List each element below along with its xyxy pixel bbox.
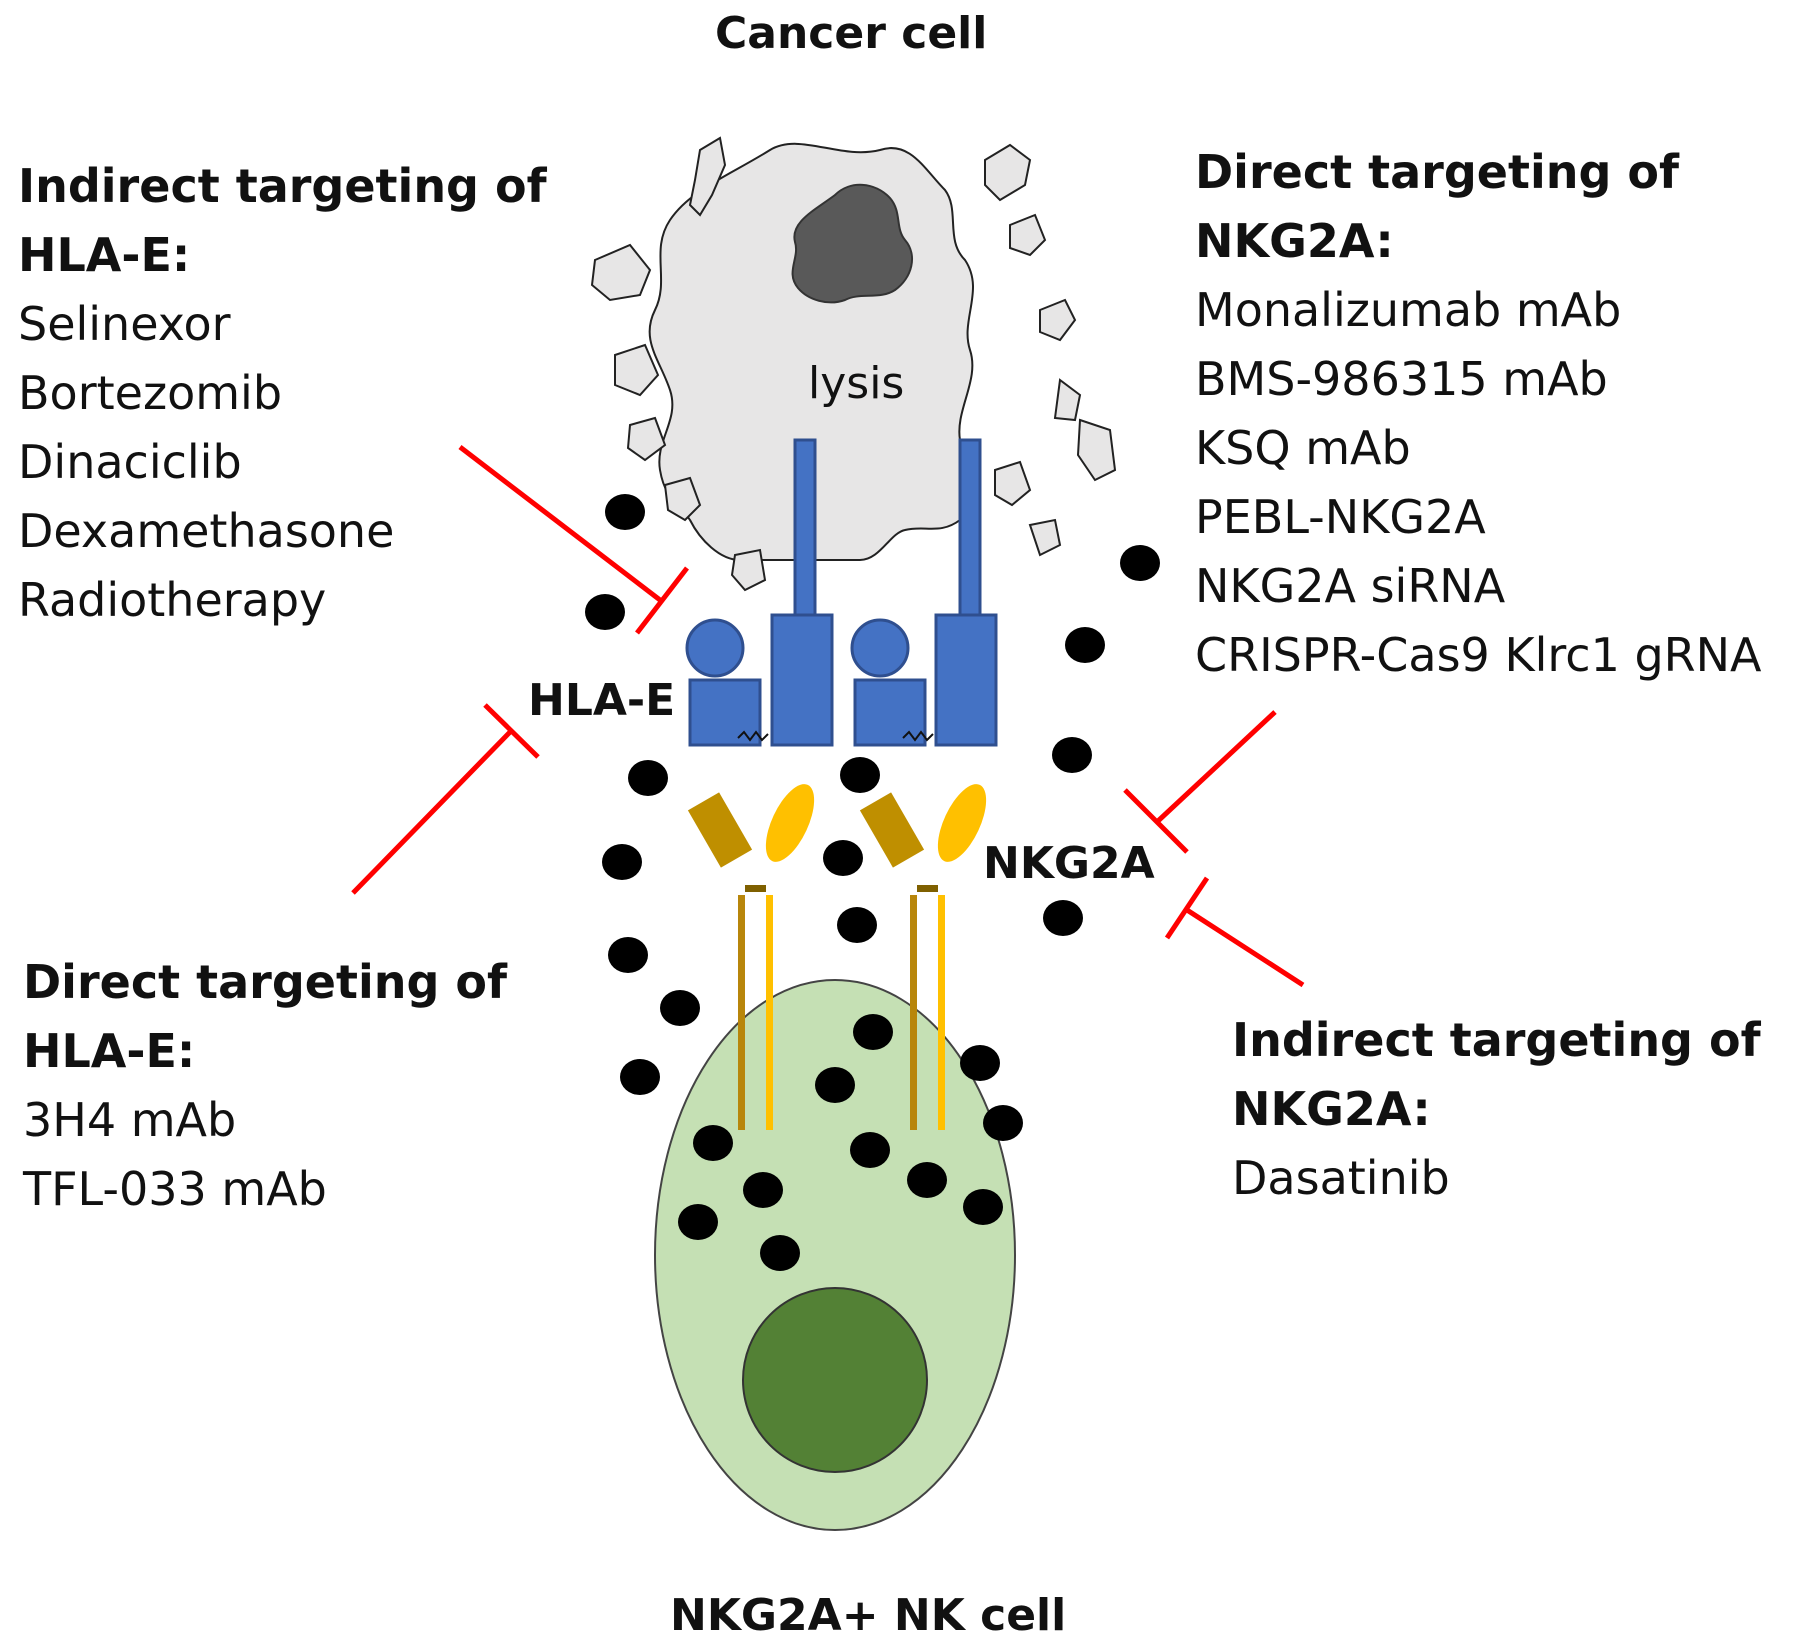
therapy-item: BMS-986315 mAb: [1195, 352, 1608, 406]
cancer-cell-nucleus: [791, 183, 913, 304]
therapy-item: 3H4 mAb: [23, 1093, 237, 1147]
therapy-item: Dinaciclib: [18, 435, 242, 489]
therapy-item: Dexamethasone: [18, 504, 395, 558]
therapy-item: PEBL-NKG2A: [1195, 490, 1486, 544]
panel-direct-nkg2a-heading-2: NKG2A:: [1195, 214, 1394, 268]
cd94-nkg2a-receptor-right: [859, 784, 987, 1130]
panel-direct-hla-e-heading-1: Direct targeting of: [23, 955, 508, 1009]
inhibition-arrow-indirect-nkg2a: [1164, 876, 1305, 988]
panel-direct-nkg2a: Direct targeting of NKG2A: Monalizumab m…: [1195, 138, 1762, 690]
panel-indirect-hla-e: Indirect targeting of HLA-E: Selinexor B…: [18, 152, 547, 635]
nk-cell-nucleus: [742, 1287, 928, 1473]
hla-e-molecule-left: [685, 438, 834, 747]
inhibition-arrow-direct-nkg2a: [1123, 710, 1277, 854]
inhibition-arrow-indirect-hla-e: [458, 445, 689, 635]
nkg2a-label: NKG2A: [983, 838, 1155, 889]
therapy-item: KSQ mAb: [1195, 421, 1411, 475]
peptide-squiggles: [737, 730, 934, 742]
therapy-item: Radiotherapy: [18, 573, 327, 627]
hla-e-label: HLA-E: [528, 675, 676, 726]
hla-e-molecule-right: [850, 438, 998, 747]
panel-indirect-nkg2a-heading-1: Indirect targeting of: [1232, 1013, 1761, 1067]
granules: [585, 494, 1160, 1271]
therapy-item: CRISPR-Cas9 Klrc1 gRNA: [1195, 628, 1762, 682]
panel-indirect-nkg2a-heading-2: NKG2A:: [1232, 1082, 1431, 1136]
panel-indirect-nkg2a: Indirect targeting of NKG2A: Dasatinib: [1232, 1006, 1761, 1213]
panel-indirect-hla-e-heading-1: Indirect targeting of: [18, 159, 547, 213]
lysis-label: lysis: [808, 358, 905, 409]
panel-direct-hla-e: Direct targeting of HLA-E: 3H4 mAb TFL-0…: [23, 948, 507, 1224]
cancer-cell-title: Cancer cell: [715, 8, 988, 59]
panel-indirect-hla-e-heading-2: HLA-E:: [18, 228, 191, 282]
therapy-item: Bortezomib: [18, 366, 283, 420]
inhibition-arrow-direct-hla-e: [351, 703, 540, 895]
panel-direct-nkg2a-heading-1: Direct targeting of: [1195, 145, 1680, 199]
therapy-item: Monalizumab mAb: [1195, 283, 1622, 337]
therapy-item: Selinexor: [18, 297, 231, 351]
therapy-item: Dasatinib: [1232, 1151, 1450, 1205]
cancer-cell-debris: [590, 136, 1117, 592]
cd94-nkg2a-receptor-left: [687, 784, 815, 1130]
panel-direct-hla-e-heading-2: HLA-E:: [23, 1024, 196, 1078]
nk-cell-title: NKG2A+ NK cell: [670, 1590, 1067, 1641]
therapy-item: NKG2A siRNA: [1195, 559, 1506, 613]
therapy-item: TFL-033 mAb: [23, 1162, 327, 1216]
